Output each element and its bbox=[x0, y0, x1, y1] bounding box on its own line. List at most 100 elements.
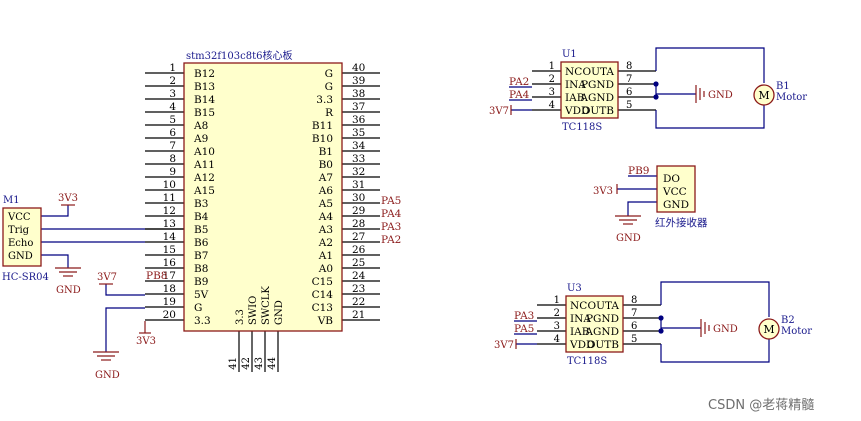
u3-right-pin-num: 6 bbox=[631, 321, 637, 332]
u3-right-pin-name: OUTA bbox=[588, 300, 620, 312]
mcu-right-pin-name: A0 bbox=[318, 263, 333, 275]
u1-left-pin-name: NC bbox=[565, 66, 582, 78]
u1-right-pin-num: 8 bbox=[626, 61, 632, 72]
mcu-right-pin-num: 36 bbox=[352, 114, 366, 126]
m1-pin-name: VCC bbox=[7, 212, 31, 223]
mcu-left-pin-num: 19 bbox=[163, 296, 176, 308]
mcu-left-pin-name: B4 bbox=[194, 211, 209, 223]
mcu-right-pin-num: 25 bbox=[352, 257, 365, 269]
mcu-left-pin-num: 8 bbox=[169, 153, 176, 165]
u1-right-pin-num: 5 bbox=[626, 100, 632, 111]
mcu-left-pin-name: B9 bbox=[194, 276, 208, 288]
u3-left-pin-num: 2 bbox=[554, 308, 560, 319]
mcu-bottom-pin-name: 3.3 bbox=[235, 309, 246, 325]
u1-outa-wire bbox=[655, 47, 765, 83]
mcu-right-pin-num: 28 bbox=[352, 218, 365, 230]
mcu-bottom-pin-name: SWIO bbox=[248, 296, 259, 325]
mcu-left-pin-name: 3.3 bbox=[194, 315, 211, 327]
u3-left-pin-name: IAB bbox=[570, 326, 590, 338]
u3-left-pin-name: NC bbox=[570, 300, 587, 312]
u1-motor-part: Motor bbox=[776, 92, 807, 103]
u3-left-pin-name: INA bbox=[570, 313, 591, 325]
parts-layer bbox=[2, 61, 780, 361]
mcu-gnd-wire bbox=[105, 307, 145, 352]
u3-motor-ref: B2 bbox=[781, 315, 795, 326]
u3-motor-symbol bbox=[758, 318, 780, 340]
u1-left-pin-num: 4 bbox=[549, 100, 555, 111]
u3-motor-glyph: M bbox=[763, 323, 774, 336]
mcu-left-pin-num: 12 bbox=[163, 205, 176, 217]
mcu-right-pin-name: A4 bbox=[318, 211, 334, 223]
mcu-title: stm32f103c8t6核心板 bbox=[186, 49, 293, 62]
mcu-net-label: PA3 bbox=[381, 221, 401, 233]
u3-right-pin-name: PGND bbox=[586, 313, 619, 325]
mcu-left-pin-num: 2 bbox=[169, 75, 176, 87]
mcu-left-pin-num: 1 bbox=[169, 62, 176, 74]
mcu-right-pin-name: G bbox=[325, 68, 333, 80]
mcu-right-pin-name: G bbox=[325, 81, 333, 93]
u1-right-pin-num: 7 bbox=[626, 74, 632, 85]
csdn-watermark: CSDN @老蒋精髓 bbox=[708, 398, 814, 413]
ir-pin-name: GND bbox=[663, 199, 689, 211]
mcu-net-pb8: PB8 bbox=[146, 270, 167, 282]
u3-body bbox=[565, 295, 624, 353]
mcu-right-pin-name: A6 bbox=[318, 185, 334, 197]
u1-left-pin-num: 2 bbox=[549, 74, 555, 85]
mcu-left-pin-num: 11 bbox=[163, 192, 176, 204]
u1-left-pin-name: VDD bbox=[564, 105, 589, 117]
u3-left-pin-name: VDD bbox=[569, 339, 594, 351]
mcu-left-pin-num: 15 bbox=[163, 244, 176, 256]
mcu-right-pin-name: B10 bbox=[312, 133, 333, 145]
m1-pin-name: Trig bbox=[8, 225, 30, 236]
u3-outa-wire bbox=[660, 281, 770, 317]
mcu-bottom-pin-name: GND bbox=[274, 300, 285, 325]
mcu-body bbox=[183, 62, 343, 332]
mcu-left-pin-name: B12 bbox=[194, 68, 215, 80]
u3-right-pin-name: OUTB bbox=[587, 339, 619, 351]
u3-left-pin-num: 3 bbox=[554, 321, 560, 332]
mcu-left-pin-num: 18 bbox=[163, 283, 176, 295]
mcu-right-pin-num: 27 bbox=[352, 231, 365, 243]
wire-layer bbox=[41, 47, 770, 372]
m1-gnd-label: GND bbox=[56, 285, 81, 296]
m1-part: HC-SR04 bbox=[2, 272, 49, 283]
u1-ref: U1 bbox=[562, 49, 577, 60]
mcu-right-pin-name: 3.3 bbox=[316, 94, 333, 106]
ir-net-label: PB9 bbox=[628, 165, 649, 177]
m1-vcc-wire bbox=[41, 205, 69, 217]
mcu-left-pin-num: 5 bbox=[169, 114, 176, 126]
mcu-left-pin-num: 14 bbox=[163, 231, 177, 243]
mcu-left-pin-num: 9 bbox=[169, 166, 176, 178]
u1-left-pin-num: 3 bbox=[549, 87, 555, 98]
m1-pin-name: Echo bbox=[8, 238, 33, 249]
u3-right-pin-num: 7 bbox=[631, 308, 637, 319]
u3-right-pin-num: 8 bbox=[631, 295, 637, 306]
m1-gnd-wire bbox=[41, 254, 69, 268]
mcu-right-pin-num: 26 bbox=[352, 244, 366, 256]
mcu-right-pin-name: A3 bbox=[318, 224, 333, 236]
u1-left-pin-name: IAB bbox=[565, 92, 585, 104]
mcu-left-pin-name: G bbox=[194, 302, 202, 314]
mcu-left-pin-num: 3 bbox=[169, 88, 176, 100]
mcu-left-pin-num: 20 bbox=[163, 309, 176, 321]
ir-gnd-label: GND bbox=[616, 233, 641, 244]
mcu-left-pin-name: A10 bbox=[193, 146, 215, 158]
mcu-bottom-pin-name: SWCLK bbox=[261, 286, 272, 325]
mcu-left-pin-name: B5 bbox=[194, 224, 208, 236]
mcu-right-pin-name: C15 bbox=[312, 276, 333, 288]
u3-right-pin-num: 5 bbox=[631, 334, 637, 345]
u3-left-pin-num: 4 bbox=[554, 334, 560, 345]
ir-pin-name: DO bbox=[663, 173, 680, 185]
mcu-right-pin-num: 34 bbox=[352, 140, 366, 152]
mcu-left-pin-name: A9 bbox=[193, 133, 208, 145]
mcu-bottom-pin-num: 41 bbox=[228, 357, 239, 370]
u3-part: TC118S bbox=[567, 356, 607, 367]
mcu-right-pin-num: 24 bbox=[352, 270, 366, 282]
u1-net-label: PA4 bbox=[509, 89, 530, 101]
mcu-left-pin-name: A15 bbox=[193, 185, 215, 197]
mcu-left-pin-num: 13 bbox=[163, 218, 176, 230]
u1-motor-ref: B1 bbox=[776, 81, 790, 92]
mcu-left-pin-num: 7 bbox=[169, 140, 176, 152]
mcu-left-pin-name: B15 bbox=[194, 107, 215, 119]
